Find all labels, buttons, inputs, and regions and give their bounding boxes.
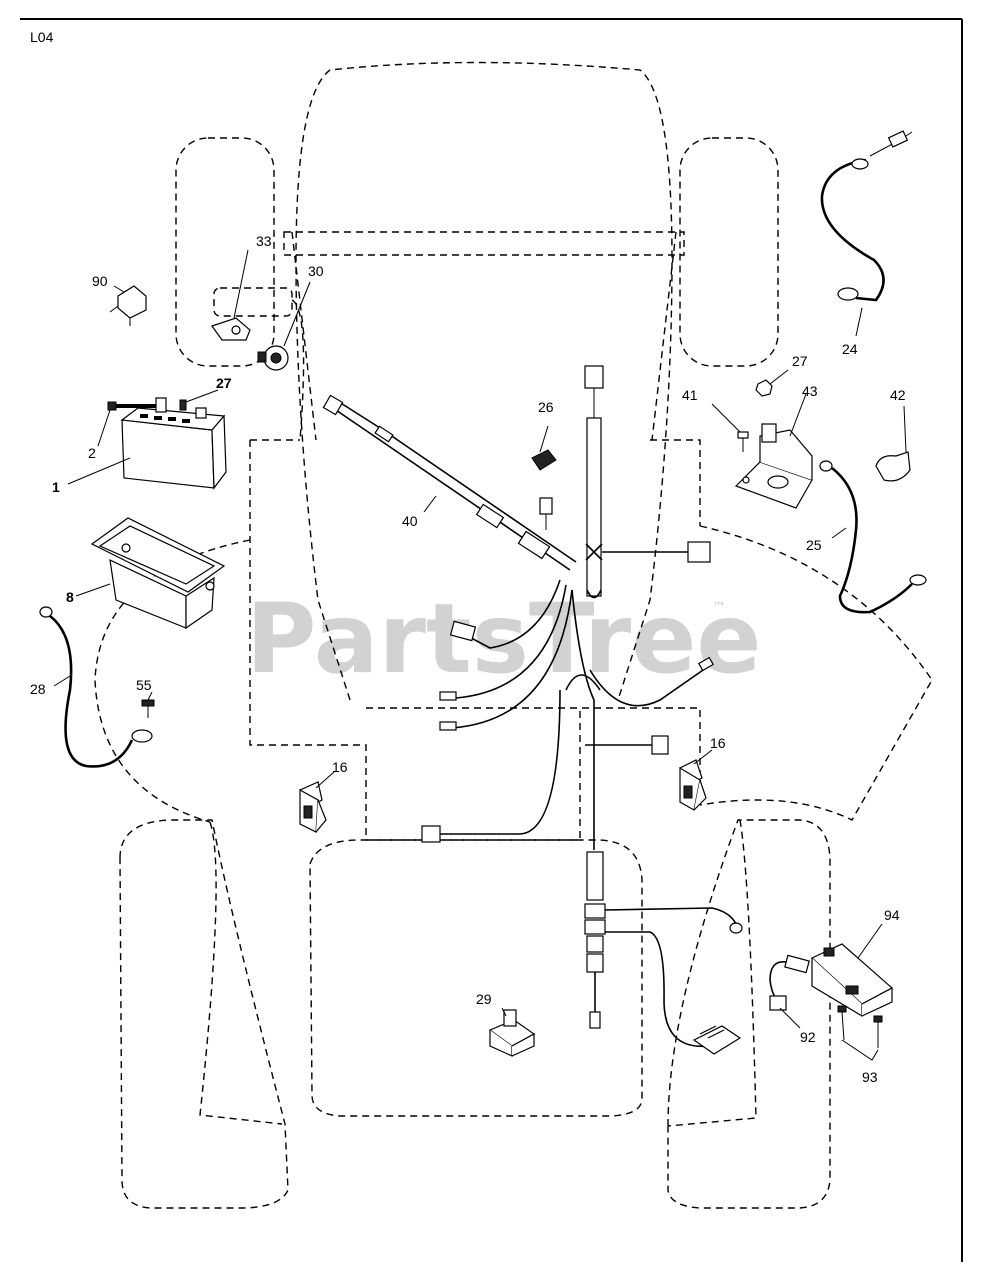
callout-43: 43 xyxy=(802,383,818,399)
boot-42 xyxy=(875,451,911,482)
plug-40 xyxy=(539,497,553,530)
watermark: PartsTree xyxy=(246,583,761,695)
cable-24 xyxy=(820,130,913,302)
part-90 xyxy=(109,285,147,326)
screw-41 xyxy=(737,431,749,452)
callout-2: 2 xyxy=(88,445,96,461)
callout-28: 28 xyxy=(30,681,46,697)
part-26 xyxy=(531,449,557,471)
leader-lines xyxy=(53,249,907,1061)
nut-27 xyxy=(755,379,773,397)
bolt-55 xyxy=(141,699,155,718)
rear-connector xyxy=(692,1025,742,1055)
callout-90: 90 xyxy=(92,273,108,289)
callout-94: 94 xyxy=(884,907,900,923)
callout-41: 41 xyxy=(682,387,698,403)
battery xyxy=(120,407,227,490)
tractor-outline xyxy=(94,61,933,1209)
battery-bolt xyxy=(107,397,187,413)
battery-tray xyxy=(90,517,226,630)
callout-labels: 1 2 27 8 90 33 30 26 40 28 55 16 16 41 2… xyxy=(30,233,906,1085)
callout-16-right: 16 xyxy=(710,735,726,751)
callout-25: 25 xyxy=(806,537,822,553)
callout-8: 8 xyxy=(66,589,74,605)
switch-16-left xyxy=(299,781,327,833)
bolts-93 xyxy=(837,1005,883,1048)
callout-42: 42 xyxy=(890,387,906,403)
switch-16-right xyxy=(679,759,707,811)
watermark-tm: ™ xyxy=(712,600,726,616)
solenoid xyxy=(734,423,813,509)
callout-93: 93 xyxy=(862,1069,878,1085)
callout-16-left: 16 xyxy=(332,759,348,775)
callout-27-left: 27 xyxy=(216,375,232,391)
callout-24: 24 xyxy=(842,341,858,357)
callout-30: 30 xyxy=(308,263,324,279)
callout-26: 26 xyxy=(538,399,554,415)
module-94 xyxy=(810,943,894,1018)
harness-92 xyxy=(769,954,810,1011)
callout-27-right: 27 xyxy=(792,353,808,369)
callout-40: 40 xyxy=(402,513,418,529)
cable-25 xyxy=(819,460,927,614)
ignition-switch xyxy=(257,345,289,371)
callout-1: 1 xyxy=(52,479,60,495)
page-code: L04 xyxy=(30,29,54,45)
part-33 xyxy=(211,317,251,341)
wiring-harness xyxy=(322,365,743,1048)
switch-29 xyxy=(488,1009,536,1057)
callout-92: 92 xyxy=(800,1029,816,1045)
cable-28 xyxy=(39,606,153,768)
callout-55: 55 xyxy=(136,677,152,693)
callout-33: 33 xyxy=(256,233,272,249)
callout-29: 29 xyxy=(476,991,492,1007)
